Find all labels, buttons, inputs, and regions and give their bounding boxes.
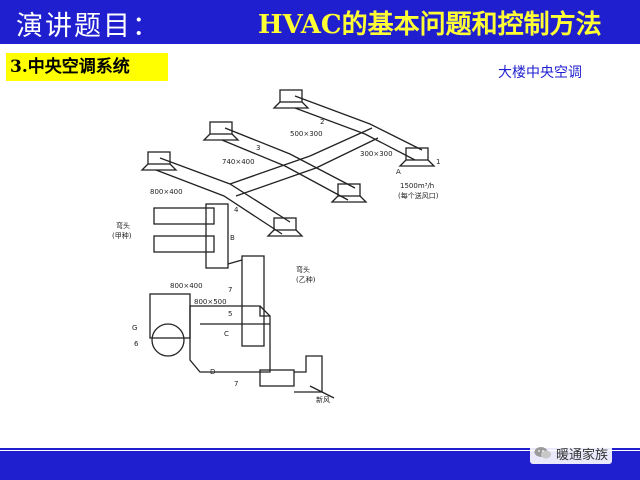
bend-b-label: 弯头 [296, 265, 310, 274]
diffuser-upper-left [202, 121, 240, 141]
flow-note: (每个送风口) [398, 191, 439, 200]
diffuser-right [398, 147, 436, 167]
riser-right [227, 255, 265, 347]
dim-label-6: 800×500 [194, 298, 227, 306]
wechat-icon [534, 447, 551, 459]
section-tag: 3.中央空调系统 [6, 53, 168, 81]
duct-diagram: 500×300 300×300 740×400 800×400 800×400 … [112, 89, 440, 404]
marker-5: 5 [228, 310, 232, 318]
dim-label-4: 800×400 [150, 188, 183, 196]
bend-a-type: (甲种) [112, 231, 132, 240]
riser-branch [229, 127, 379, 197]
dim-label-3: 740×400 [222, 158, 255, 166]
diffuser-center [330, 183, 368, 203]
riser-left [153, 203, 229, 269]
fresh-air-label: 新风 [316, 395, 330, 404]
footer-rule [0, 448, 640, 450]
air-handling-unit [149, 293, 271, 373]
watermark-text: 暖通家族 [556, 447, 609, 463]
marker-2: 2 [320, 118, 324, 126]
watermark: 暖通家族 [530, 442, 613, 464]
marker-4: 4 [234, 206, 239, 214]
diagram-subtitle: 大楼中央空调 [498, 65, 582, 81]
trunk-middle [221, 127, 356, 201]
bend-b-type: (乙种) [296, 275, 316, 284]
marker-a: A [396, 168, 401, 176]
marker-1: 1 [436, 158, 440, 166]
marker-d: D [210, 368, 215, 376]
title-topic: HVAC的基本问题和控制方法 [258, 10, 602, 40]
flow-label: 1500m³/h [400, 182, 434, 190]
dim-label-1: 500×300 [290, 130, 323, 138]
dim-label-2: 300×300 [360, 150, 393, 158]
title-bar: 演讲题目： HVAC的基本问题和控制方法 [0, 0, 640, 44]
diffuser-lower [266, 217, 304, 237]
title-label: 演讲题目： [16, 11, 161, 42]
diffuser-top [272, 89, 310, 109]
marker-b: B [230, 234, 235, 242]
trunk-upper [294, 95, 423, 161]
bend-a-label: 弯头 [116, 221, 130, 230]
marker-c: C [224, 330, 229, 338]
fresh-air-duct [259, 355, 335, 399]
marker-g: G [132, 324, 137, 332]
diffuser-left [140, 151, 178, 171]
dim-label-5: 800×400 [170, 282, 203, 290]
marker-7b: 7 [234, 380, 238, 388]
marker-3: 3 [256, 144, 260, 152]
marker-6: 6 [134, 340, 139, 348]
marker-7: 7 [228, 286, 232, 294]
